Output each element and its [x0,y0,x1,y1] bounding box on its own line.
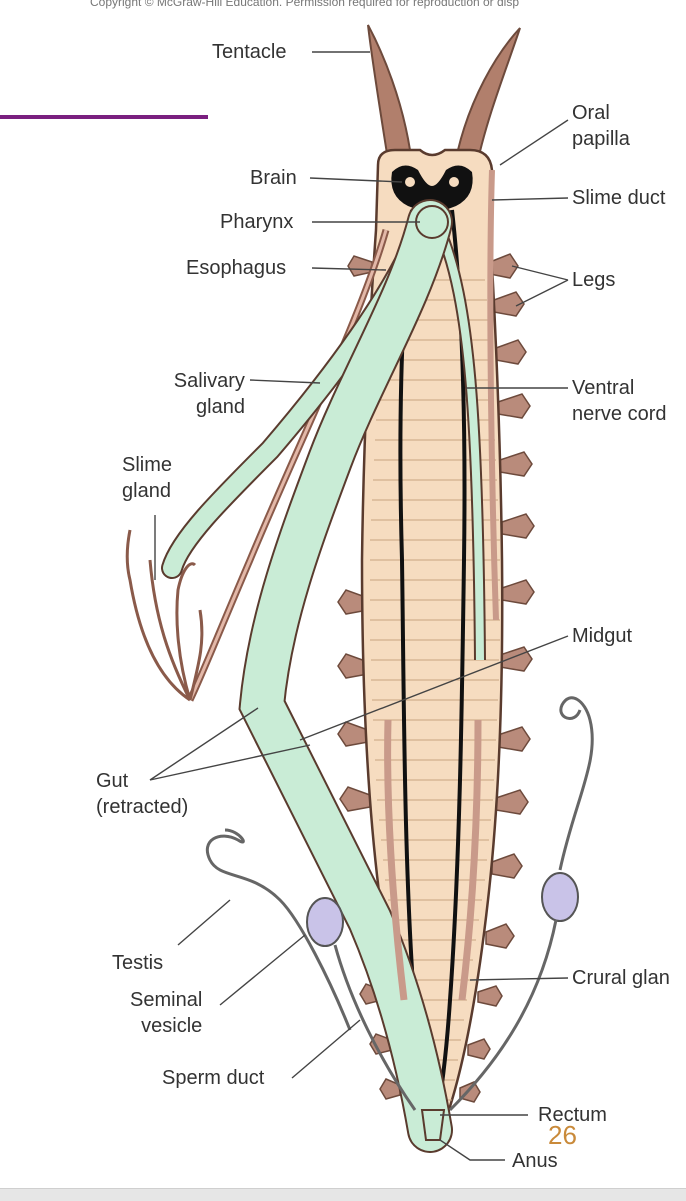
label-seminal-vesicle-line1: Seminal [130,989,203,1011]
label-seminal-vesicle: Seminal vesicle [130,987,202,1039]
label-seminal-vesicle-line2: vesicle [141,1015,203,1037]
label-midgut: Midgut [572,625,633,647]
label-gut-retracted: Gut (retracted) [96,768,188,820]
label-testis: Testis [112,952,164,974]
label-tentacle: Tentacle [212,41,287,63]
label-slime-gland: Slime gland [122,452,172,504]
accent-rule [0,115,208,119]
label-slime-gland-line1: Slime [122,454,173,476]
label-salivary-gland-line2: gland [196,396,245,418]
leader-lines [149,51,569,1161]
label-crural-gland: Crural glan [572,967,670,989]
brain [391,165,473,212]
label-oral-papilla: Oral papilla [572,100,630,152]
slime-duct-right [487,169,499,621]
label-rectum: Rectum [538,1104,607,1126]
left-tentacle [367,24,412,162]
slime-duct-left-inner [188,229,388,701]
label-brain: Brain [250,167,297,189]
right-tentacle [456,27,521,162]
label-slime-gland-line2: gland [122,480,171,502]
label-legs: Legs [572,269,616,291]
label-oral-papilla-line1: Oral [572,102,610,124]
pharynx [415,205,449,239]
label-ventral-nerve-cord: Ventral nerve cord [572,375,667,427]
testis-right [558,696,594,871]
crural-gland-left [384,719,408,1001]
copyright-notice: Copyright © McGraw-Hill Education. Permi… [90,0,520,9]
testis-left [205,828,352,1031]
label-ventral-nerve-cord-line1: Ventral [572,377,635,399]
sperm-duct-left [333,944,417,1111]
seminal-vesicle-right [541,872,579,922]
label-ventral-nerve-cord-line2: nerve cord [572,403,667,425]
label-oral-papilla-line2: papilla [572,128,630,150]
crural-gland-right [458,719,482,1001]
slime-gland-tubules [125,529,204,702]
label-esophagus: Esophagus [186,257,287,279]
sperm-duct-right [448,919,558,1112]
label-salivary-gland: Salivary gland [158,368,245,420]
label-anus: Anus [512,1150,558,1172]
label-sperm-duct: Sperm duct [162,1067,265,1089]
label-salivary-gland-line1: Salivary [173,370,245,392]
page-number: 26 [548,1120,577,1150]
label-gut-line1: Gut [96,770,129,792]
seminal-vesicle-left [306,897,344,947]
bottom-bar [0,1188,686,1201]
label-gut-line2: (retracted) [96,796,189,818]
label-pharynx: Pharynx [220,211,294,233]
label-slime-duct: Slime duct [572,187,666,209]
